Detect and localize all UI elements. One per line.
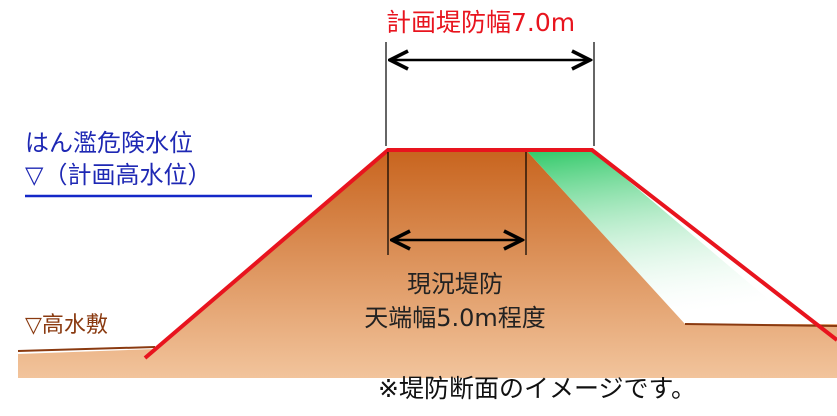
planned-width-label: 計画堤防幅7.0m xyxy=(386,8,576,37)
image-note: ※堤防断面のイメージです。 xyxy=(378,374,696,403)
planned-widening-area xyxy=(526,150,800,326)
current-levee-label: 現況堤防 xyxy=(407,270,503,298)
ground-and-levee-body xyxy=(18,150,837,378)
high-water-bed-line xyxy=(17,346,156,352)
riverside-ground-line xyxy=(684,323,837,327)
planned-levee-outline xyxy=(143,148,837,360)
flood-level-label: はん濫危険水位 xyxy=(25,129,193,157)
high-water-bed-label: ▽高水敷 xyxy=(25,313,108,338)
planned-high-water-level-label: ▽（計画高水位） xyxy=(25,161,212,189)
current-crest-width-label: 天端幅5.0m程度 xyxy=(364,304,546,332)
